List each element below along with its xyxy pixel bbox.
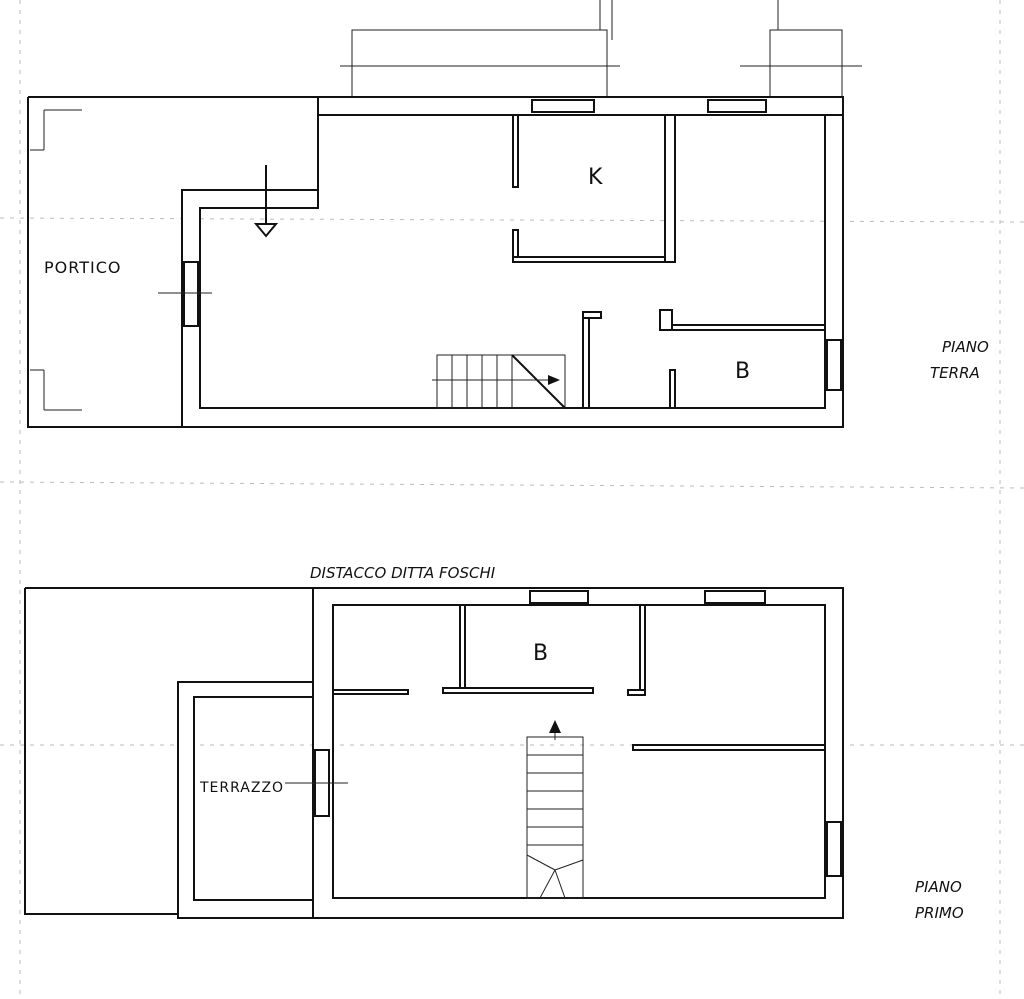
ground-floor-title-line2: TERRA [930,364,980,382]
first-floor-note: DISTACCO DITTA FOSCHI [310,564,496,582]
interior-stairs-first [526,720,584,899]
room-label-kitchen: K [588,165,603,190]
first-floor-title-line1: PIANO [915,878,962,896]
first-floor-plan: DISTACCO DITTA FOSCHI [24,564,964,922]
room-label-portico: PORTICO [44,258,121,277]
room-label-bath-first: B [533,641,548,666]
exterior-stairs [340,0,862,98]
first-floor-title-line2: PRIMO [915,904,964,922]
room-label-bath-ground: B [735,359,750,384]
ground-floor-title-line1: PIANO [942,338,989,356]
interior-stairs-ground [432,354,566,409]
room-label-terrace: TERRAZZO [199,780,284,796]
ground-floor-plan: PORTICO K B PIANO TERRA [27,0,989,428]
